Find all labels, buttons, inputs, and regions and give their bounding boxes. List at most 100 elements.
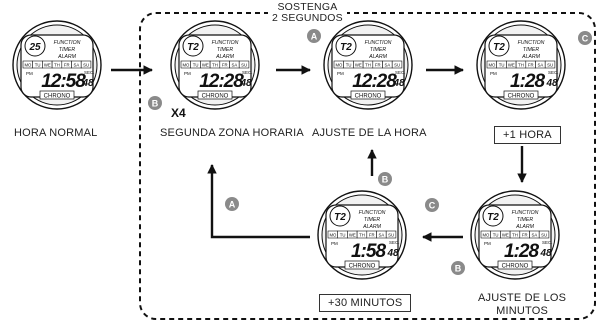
sub-dial-value: T2 bbox=[187, 42, 199, 53]
sub-dial bbox=[24, 35, 46, 57]
day-tu: TU bbox=[499, 63, 505, 68]
sub-dial bbox=[182, 35, 204, 57]
timer-label: TIMER bbox=[517, 217, 533, 223]
button-marker-b bbox=[378, 172, 392, 186]
button-b-segunda-zona: B bbox=[148, 96, 162, 110]
button-marker-b bbox=[148, 96, 162, 110]
label-ajuste-minutos-line2: MINUTOS bbox=[496, 305, 549, 317]
sub-dial-value: 25 bbox=[28, 42, 41, 53]
day-mo: MO bbox=[335, 63, 343, 68]
sec-label: SEC. bbox=[548, 70, 559, 75]
button-c-mas-una-hora: C bbox=[578, 31, 592, 45]
day-th: TH bbox=[518, 63, 524, 68]
alarm-label: ALARM bbox=[362, 224, 382, 230]
day-th: TH bbox=[365, 63, 371, 68]
day-su: SU bbox=[83, 63, 89, 68]
sub-dial-value: T2 bbox=[334, 212, 346, 223]
button-a-return: A bbox=[225, 197, 239, 211]
seconds-value: 48 bbox=[239, 78, 252, 89]
pm-indicator: PM bbox=[184, 71, 191, 76]
label-ajuste-minutos-line1: AJUSTE DE LOS bbox=[478, 292, 567, 304]
chrono-label: CHRONO bbox=[202, 94, 229, 100]
button-b-mas-treinta: B bbox=[378, 172, 392, 186]
day-th: TH bbox=[54, 63, 60, 68]
day-we: WE bbox=[44, 63, 51, 68]
header-line2: 2 SEGUNDOS bbox=[272, 12, 343, 24]
seconds-value: 48 bbox=[545, 78, 558, 89]
chrono-box bbox=[344, 260, 380, 270]
day-su: SU bbox=[541, 233, 547, 238]
function-label: FUNCTION bbox=[365, 40, 392, 46]
sub-dial bbox=[329, 205, 351, 227]
day-tu: TU bbox=[193, 63, 199, 68]
day-fr: FR bbox=[222, 63, 228, 68]
day-we: WE bbox=[349, 233, 356, 238]
main-time: 1:58 bbox=[351, 241, 386, 262]
button-letter-b: B bbox=[152, 99, 159, 109]
day-cell bbox=[544, 60, 556, 69]
button-letter-a: A bbox=[229, 200, 236, 210]
main-time: 1:28 bbox=[504, 241, 539, 262]
alarm-label: ALARM bbox=[215, 54, 235, 60]
day-mo: MO bbox=[488, 63, 496, 68]
alarm-label: ALARM bbox=[57, 54, 77, 60]
chrono-label: CHRONO bbox=[44, 94, 71, 100]
day-tu: TU bbox=[340, 233, 346, 238]
day-su: SU bbox=[394, 63, 400, 68]
day-we: WE bbox=[202, 63, 209, 68]
arrow-return-to-segunda bbox=[207, 164, 310, 239]
header-line1: SOSTENGA bbox=[277, 1, 338, 13]
pm-indicator: PM bbox=[26, 71, 33, 76]
alarm-label: ALARM bbox=[521, 54, 541, 60]
day-mo: MO bbox=[329, 233, 337, 238]
sec-label: SEC. bbox=[542, 240, 553, 245]
chrono-label: CHRONO bbox=[355, 94, 382, 100]
day-th: TH bbox=[359, 233, 365, 238]
chrono-box bbox=[197, 90, 233, 100]
day-fr: FR bbox=[375, 63, 381, 68]
day-su: SU bbox=[241, 63, 247, 68]
day-th: TH bbox=[512, 233, 518, 238]
day-cell bbox=[385, 230, 397, 239]
day-sa: SA bbox=[385, 63, 391, 68]
day-sa: SA bbox=[74, 63, 80, 68]
button-marker-c bbox=[425, 198, 439, 212]
pm-indicator: PM bbox=[490, 71, 497, 76]
timer-label: TIMER bbox=[59, 47, 75, 53]
day-fr: FR bbox=[64, 63, 70, 68]
day-cell bbox=[238, 60, 250, 69]
button-marker-c bbox=[578, 31, 592, 45]
sub-dial-value: T2 bbox=[487, 212, 499, 223]
sec-label: SEC. bbox=[242, 70, 253, 75]
day-tu: TU bbox=[346, 63, 352, 68]
day-mo: MO bbox=[182, 63, 190, 68]
button-letter-a: A bbox=[311, 32, 318, 42]
button-letter-b: B bbox=[382, 175, 389, 185]
chrono-box bbox=[39, 90, 75, 100]
chrono-label: CHRONO bbox=[508, 94, 535, 100]
main-time: 12:28 bbox=[199, 71, 244, 92]
day-cell bbox=[391, 60, 403, 69]
button-marker-a bbox=[225, 197, 239, 211]
button-marker-a bbox=[307, 29, 321, 43]
label-ajuste-hora: AJUSTE DE LA HORA bbox=[312, 127, 427, 139]
button-marker-b bbox=[451, 261, 465, 275]
day-mo: MO bbox=[24, 63, 32, 68]
seconds-value: 48 bbox=[539, 248, 552, 259]
day-cell bbox=[538, 230, 550, 239]
label-mas-treinta: +30 MINUTOS bbox=[319, 294, 412, 312]
day-su: SU bbox=[388, 233, 394, 238]
function-label: FUNCTION bbox=[212, 40, 239, 46]
day-sa: SA bbox=[532, 233, 538, 238]
function-label: FUNCTION bbox=[359, 210, 386, 216]
chrono-label: CHRONO bbox=[502, 264, 529, 270]
